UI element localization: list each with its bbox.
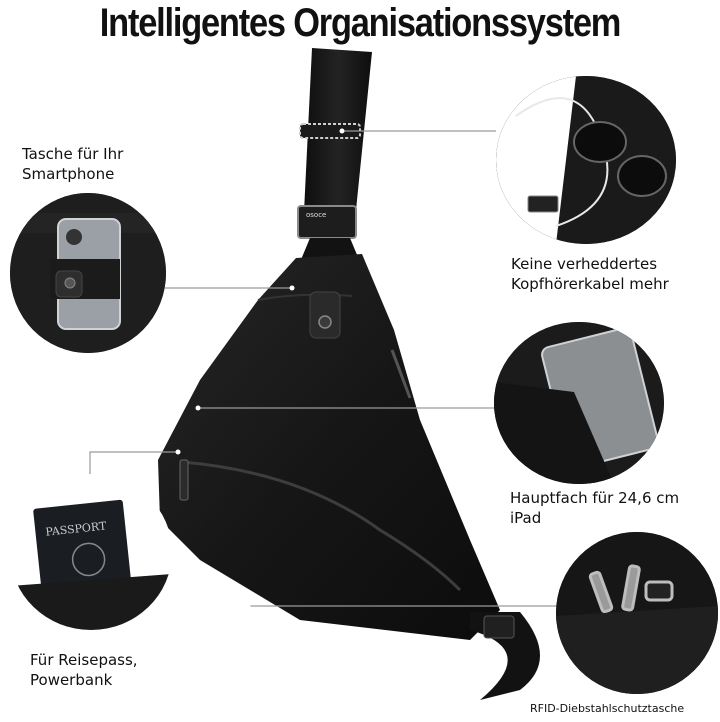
brand-mark: osoce xyxy=(306,211,326,219)
keys-icon xyxy=(588,564,674,614)
leader-reisepass xyxy=(89,451,178,476)
detail-circle-reisepass: PASSPORT xyxy=(10,474,172,630)
leader-lines xyxy=(89,130,560,607)
passport-text: PASSPORT xyxy=(45,519,108,538)
label-kopfhoerer: Keine verheddertes Kopfhörerkabel mehr xyxy=(511,255,669,293)
front-zipper xyxy=(181,460,462,592)
detail-circle-kopfhoerer xyxy=(496,76,676,244)
zipper-pull xyxy=(179,459,189,501)
label-reisepass: Für Reisepass, Powerbank xyxy=(30,651,138,689)
bag-body xyxy=(158,254,500,640)
leather-tab xyxy=(309,291,341,339)
label-ipad: Hauptfach für 24,6 cm iPad xyxy=(510,489,680,527)
label-rfid: RFID-Diebstahlschutztasche xyxy=(530,702,685,715)
snap-button xyxy=(318,315,332,329)
detail-circle-rfid xyxy=(556,532,718,694)
page-title: Intelligentes Organisationssystem xyxy=(99,1,622,45)
detail-circle-smartphone xyxy=(10,193,166,353)
side-zipper xyxy=(390,349,412,399)
label-smartphone: Tasche für Ihr Smartphone xyxy=(22,145,124,183)
sunglasses-icon xyxy=(573,121,627,163)
detail-circle-ipad xyxy=(494,322,664,484)
